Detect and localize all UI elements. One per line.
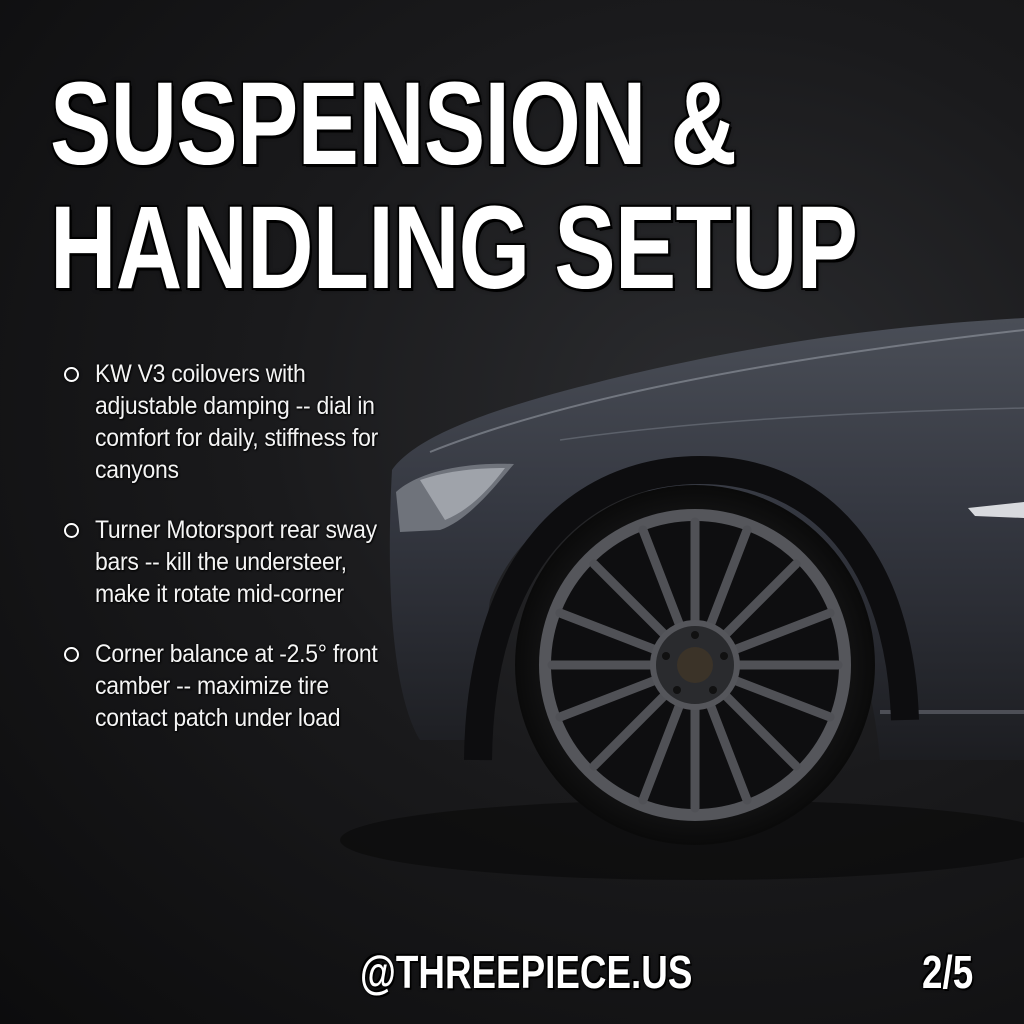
list-item-text: Corner balance at -2.5° front camber -- … (95, 640, 378, 732)
circle-bullet-icon (64, 647, 79, 662)
list-item: KW V3 coilovers with adjustable damping … (64, 358, 424, 486)
circle-bullet-icon (64, 367, 79, 382)
feature-list: KW V3 coilovers with adjustable damping … (64, 358, 424, 762)
list-item-text: Turner Motorsport rear sway bars -- kill… (95, 516, 377, 608)
list-item: Corner balance at -2.5° front camber -- … (64, 638, 424, 734)
social-handle: @THREEPIECE.US (360, 946, 693, 998)
circle-bullet-icon (64, 523, 79, 538)
list-item-text: KW V3 coilovers with adjustable damping … (95, 360, 379, 484)
title-line-2: HANDLING SETUP (50, 182, 858, 314)
page-title: SUSPENSION & HANDLING SETUP (50, 58, 858, 314)
title-line-1: SUSPENSION & (50, 58, 737, 190)
page-indicator: 2/5 (922, 946, 974, 998)
list-item: Turner Motorsport rear sway bars -- kill… (64, 514, 424, 610)
